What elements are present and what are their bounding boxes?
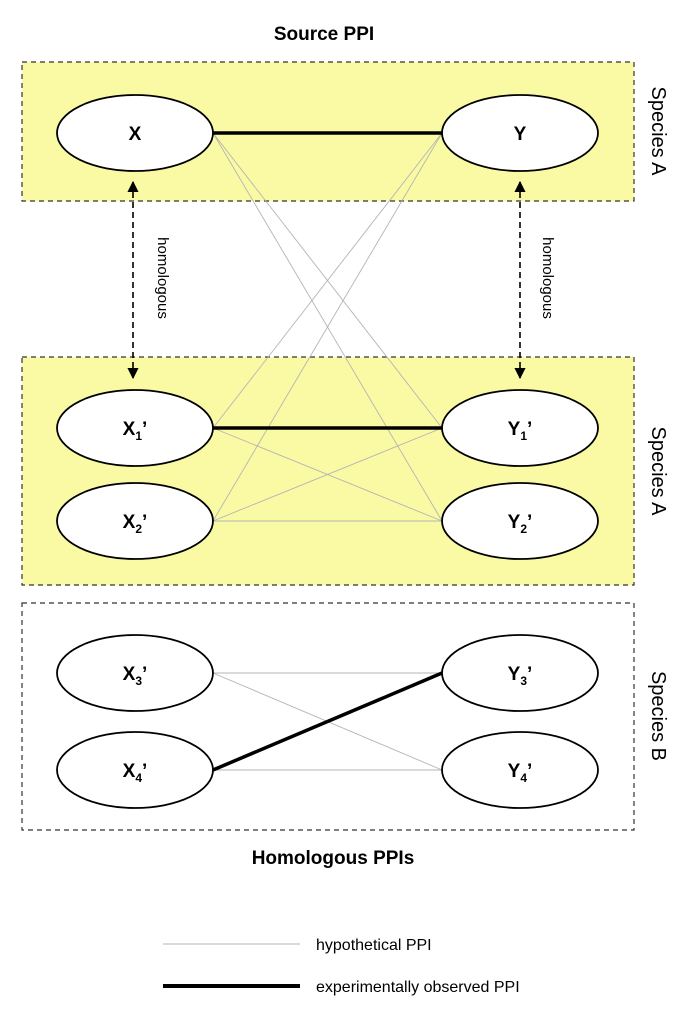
legend-hypothetical-label: hypothetical PPI	[316, 937, 432, 954]
homology-label-y: homologous	[539, 237, 556, 319]
node-y4-label: Y4’	[508, 761, 533, 785]
node-y2-ellipse	[441, 482, 599, 560]
node-x4-label: X4’	[123, 761, 148, 785]
node-x4: X4’	[56, 731, 214, 809]
node-y3: Y3’	[441, 634, 599, 712]
hypothetical-edge-y-x2	[212, 132, 443, 522]
node-y4-ellipse	[441, 731, 599, 809]
node-y3-ellipse	[441, 634, 599, 712]
node-x: X	[56, 94, 214, 172]
source-ppi-title: Source PPI	[274, 24, 374, 45]
edge-layer	[212, 131, 443, 772]
node-y2-label: Y2’	[508, 512, 533, 536]
node-x3-label: X3’	[123, 664, 148, 688]
node-y4: Y4’	[441, 731, 599, 809]
node-y: Y	[441, 94, 599, 172]
observed-edge-x4-y3	[212, 671, 443, 772]
legend-observed-label: experimentally observed PPI	[316, 979, 520, 996]
node-x2-label: X2’	[123, 512, 148, 536]
node-x3-ellipse	[56, 634, 214, 712]
node-y2: Y2’	[441, 482, 599, 560]
node-layer: X Y X1’ Y1’ X2’ Y2’ X3’ Y3’ X4’ Y4’	[56, 94, 599, 809]
node-y1-label: Y1’	[508, 419, 533, 443]
homology-label-x: homologous	[154, 237, 171, 319]
hypothetical-edge-y-x1	[212, 132, 443, 429]
node-x2-ellipse	[56, 482, 214, 560]
node-x4-ellipse	[56, 731, 214, 809]
hypothetical-edge-x2-y1	[212, 427, 443, 522]
homologous-ppis-title: Homologous PPIs	[252, 848, 415, 869]
node-y3-label: Y3’	[508, 664, 533, 688]
node-y1-ellipse	[441, 389, 599, 467]
node-x2: X2’	[56, 482, 214, 560]
species-label-homolog-b: Species B	[647, 671, 669, 761]
species-label-source: Species A	[647, 87, 669, 177]
node-x3: X3’	[56, 634, 214, 712]
node-x1-label: X1’	[123, 419, 148, 443]
species-label-homolog-a: Species A	[647, 427, 669, 517]
node-x-label: X	[129, 124, 142, 145]
node-x1-ellipse	[56, 389, 214, 467]
node-y1: Y1’	[441, 389, 599, 467]
node-y-label: Y	[514, 124, 527, 145]
node-x1: X1’	[56, 389, 214, 467]
node-x-ellipse	[56, 94, 214, 172]
node-y-ellipse	[441, 94, 599, 172]
